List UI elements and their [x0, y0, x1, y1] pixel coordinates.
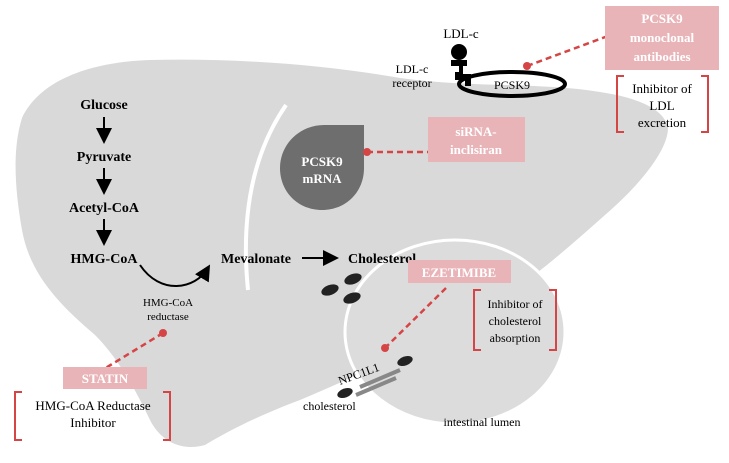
sirna-label-line2: inclisiran	[450, 142, 503, 157]
ldl-receptor-label-line2: receptor	[392, 76, 431, 90]
sirna-target-dot	[363, 148, 371, 156]
ezetimibe-desc-line3: absorption	[490, 331, 541, 345]
antibodies-label-line3: antibodies	[633, 49, 690, 64]
transporter-droplet	[397, 355, 413, 367]
pcsk9-mrna-label-line2: mRNA	[303, 171, 343, 186]
ezetimibe-dash-line	[384, 287, 447, 349]
ezetimibe-label-box	[408, 260, 511, 283]
statin-dash-line	[103, 331, 164, 371]
glucose-label: Glucose	[80, 98, 127, 113]
statin-bracket-right	[163, 391, 171, 441]
cholesterol-droplet	[344, 273, 362, 285]
ezetimibe-desc-line1: Inhibitor of	[488, 297, 543, 311]
cholesterol-droplet	[321, 284, 339, 296]
mevalonate-label: Mevalonate	[221, 252, 291, 267]
antibodies-bracket-right	[701, 75, 709, 133]
enzyme-label-line1: HMG-CoA	[143, 297, 193, 309]
transporter-droplet	[337, 387, 353, 399]
hmg-coa-label: HMG-CoA	[71, 252, 139, 267]
arrow-hmg-mevalonate	[139, 264, 211, 287]
npc1l1-bar	[355, 376, 397, 397]
pcsk9-label: PCSK9	[494, 78, 530, 92]
pyruvate-label: Pyruvate	[77, 150, 131, 165]
ldl-c-particle	[451, 44, 467, 60]
antibodies-desc-line3: excretion	[638, 115, 687, 130]
acetyl-coa-label: Acetyl-CoA	[69, 201, 140, 216]
enzyme-label-line2: reductase	[147, 311, 189, 323]
ezetimibe-target-dot	[381, 344, 389, 352]
antibodies-desc-line2: LDL	[649, 98, 674, 113]
pcsk9-mrna-shape	[280, 125, 364, 210]
antibodies-bracket-left	[616, 75, 624, 133]
antibodies-desc-line1: Inhibitor of	[632, 81, 692, 96]
npc1l1-bar	[359, 368, 401, 389]
pcsk9-ring	[457, 70, 567, 98]
antibodies-label-line2: monoclonal	[630, 30, 695, 45]
antibodies-target-dot	[523, 62, 531, 70]
statin-label-box	[63, 367, 147, 389]
statin-desc-line2: Inhibitor	[70, 415, 116, 430]
statin-target-dot	[159, 329, 167, 337]
ldl-c-label: LDL-c	[443, 26, 479, 41]
antibodies-label-box	[605, 6, 719, 70]
statin-bracket-left	[14, 391, 22, 441]
liver-lobe-line	[243, 103, 288, 291]
sirna-label-line1: siRNA-	[455, 124, 496, 139]
cholesterol-droplet	[343, 292, 361, 304]
statin-label: STATIN	[82, 371, 129, 386]
ezetimibe-bracket-left	[473, 289, 481, 351]
antibodies-dash-line	[526, 34, 609, 68]
cholesterol-label: Cholesterol	[348, 252, 416, 267]
sirna-label-box	[428, 117, 525, 162]
antibodies-label-line1: PCSK9	[641, 11, 683, 26]
intestinal-lumen-label: intestinal lumen	[444, 415, 521, 429]
statin-desc-line1: HMG-CoA Reductase	[35, 398, 150, 413]
ezetimibe-bracket-right	[549, 289, 557, 351]
intestine-cholesterol-label: cholesterol	[303, 399, 356, 413]
intestinal-lumen-shape	[343, 238, 567, 426]
ldl-receptor-label-line1: LDL-c	[396, 62, 429, 76]
ezetimibe-desc-line2: cholesterol	[489, 314, 542, 328]
ezetimibe-label: EZETIMIBE	[422, 265, 496, 280]
pcsk9-mrna-label-line1: PCSK9	[301, 154, 343, 169]
